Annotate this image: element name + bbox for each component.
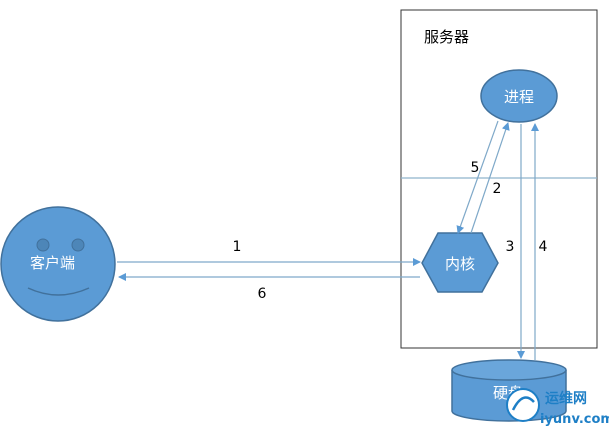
process-node bbox=[480, 69, 558, 123]
server-box bbox=[400, 9, 598, 349]
watermark-site: iyunv.com bbox=[540, 412, 609, 427]
edge-label-4: 4 bbox=[539, 239, 548, 255]
edge-label-6: 6 bbox=[258, 286, 267, 302]
watermark-logo-icon bbox=[506, 388, 540, 422]
arrow-2 bbox=[470, 122, 510, 234]
client-right-eye bbox=[71, 238, 85, 252]
edge-label-5: 5 bbox=[471, 160, 480, 176]
edge-label-3: 3 bbox=[506, 239, 515, 255]
client-smile bbox=[27, 287, 90, 296]
client-left-eye bbox=[36, 238, 50, 252]
process-label: 进程 bbox=[504, 88, 534, 106]
watermark-cn: 运维网 bbox=[545, 390, 587, 407]
watermark-logo-swirl-icon bbox=[511, 396, 535, 411]
kernel-node bbox=[421, 232, 499, 293]
edge-label-2: 2 bbox=[493, 181, 502, 197]
client-node bbox=[0, 206, 116, 322]
kernel-label: 内核 bbox=[445, 255, 475, 273]
edge-label-1: 1 bbox=[233, 239, 242, 255]
server-label: 服务器 bbox=[424, 28, 469, 46]
arrow-5 bbox=[456, 120, 499, 234]
watermark: 运维网 iyunv.com bbox=[506, 388, 609, 427]
client-label: 客户端 bbox=[30, 254, 75, 272]
